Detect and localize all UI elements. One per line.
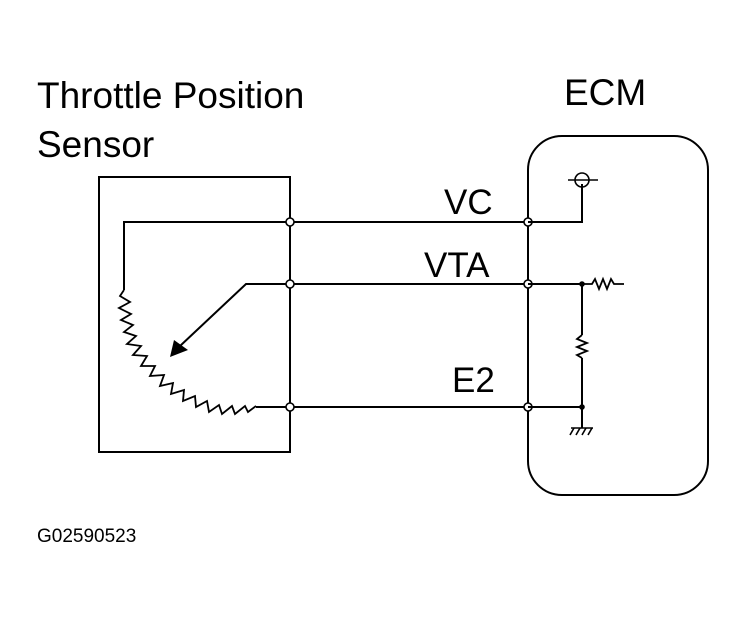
vc-internal-lead	[123, 221, 290, 290]
terminal-vc-label: VC	[444, 183, 493, 222]
ecm-title: ECM	[564, 72, 646, 113]
ground-icon	[569, 427, 593, 436]
wiper-lead	[179, 283, 290, 347]
ecm-vta-resistor	[582, 276, 624, 292]
sensor-node-vta	[285, 279, 295, 289]
terminal-vta-label: VTA	[424, 246, 490, 285]
sensor-node-e2	[285, 402, 295, 412]
sensor-housing	[98, 176, 291, 453]
figure-id: G02590523	[37, 526, 136, 547]
ecm-pulldown-resistor	[574, 334, 590, 359]
potentiometer-resistor	[117, 289, 257, 416]
sensor-title-line1: Throttle Position	[37, 75, 304, 116]
wiper-arrow-icon	[170, 340, 188, 357]
ecm-housing	[527, 135, 709, 496]
terminal-e2-label: E2	[452, 361, 495, 400]
ecm-vc-lead	[528, 184, 583, 223]
sensor-node-vc	[285, 217, 295, 227]
sensor-title-line2: Sensor	[37, 124, 154, 165]
